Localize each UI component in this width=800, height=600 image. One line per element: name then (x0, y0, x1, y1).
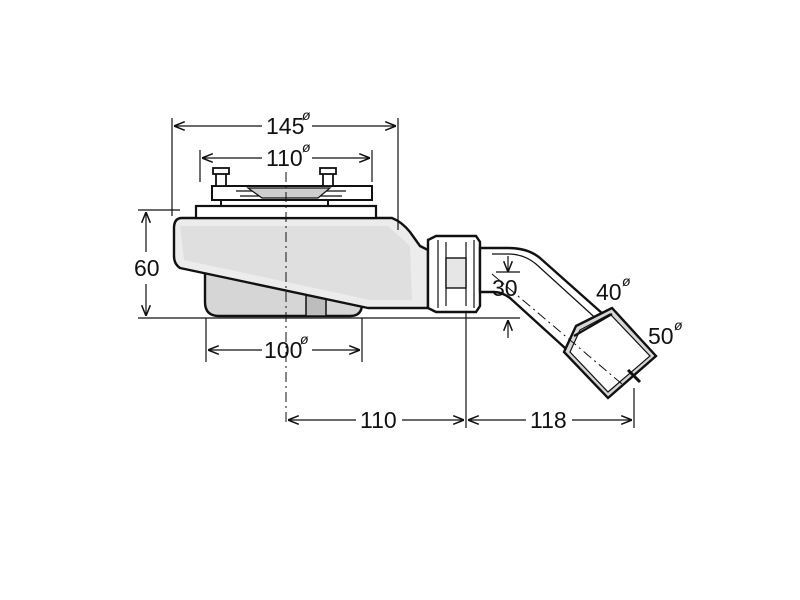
dim-118: 118 (530, 407, 567, 433)
outlet (426, 234, 658, 400)
center-lines (285, 172, 623, 424)
dim-50-symbol: ø (674, 317, 683, 333)
dim-30: 30 (492, 275, 518, 301)
dim-100: 100 (264, 337, 302, 363)
dim-110-top-symbol: ø (302, 139, 311, 155)
extension-lines (138, 118, 635, 428)
drain-body (172, 167, 430, 318)
dim-100-symbol: ø (300, 331, 309, 347)
dim-40-symbol: ø (622, 273, 631, 289)
dimension-labels: 145 ø 110 ø 60 100 ø 110 118 30 40 ø 50 … (134, 107, 683, 433)
dim-110-top: 110 (266, 145, 303, 171)
screw-right (319, 167, 337, 206)
dim-40: 40 (596, 279, 622, 305)
dimension-lines (146, 126, 632, 420)
dim-60: 60 (134, 255, 160, 281)
screw-left (212, 167, 230, 206)
dim-110-bottom: 110 (360, 407, 397, 433)
dim-50: 50 (648, 323, 674, 349)
dim-145: 145 (266, 113, 304, 139)
dim-145-symbol: ø (302, 107, 311, 123)
